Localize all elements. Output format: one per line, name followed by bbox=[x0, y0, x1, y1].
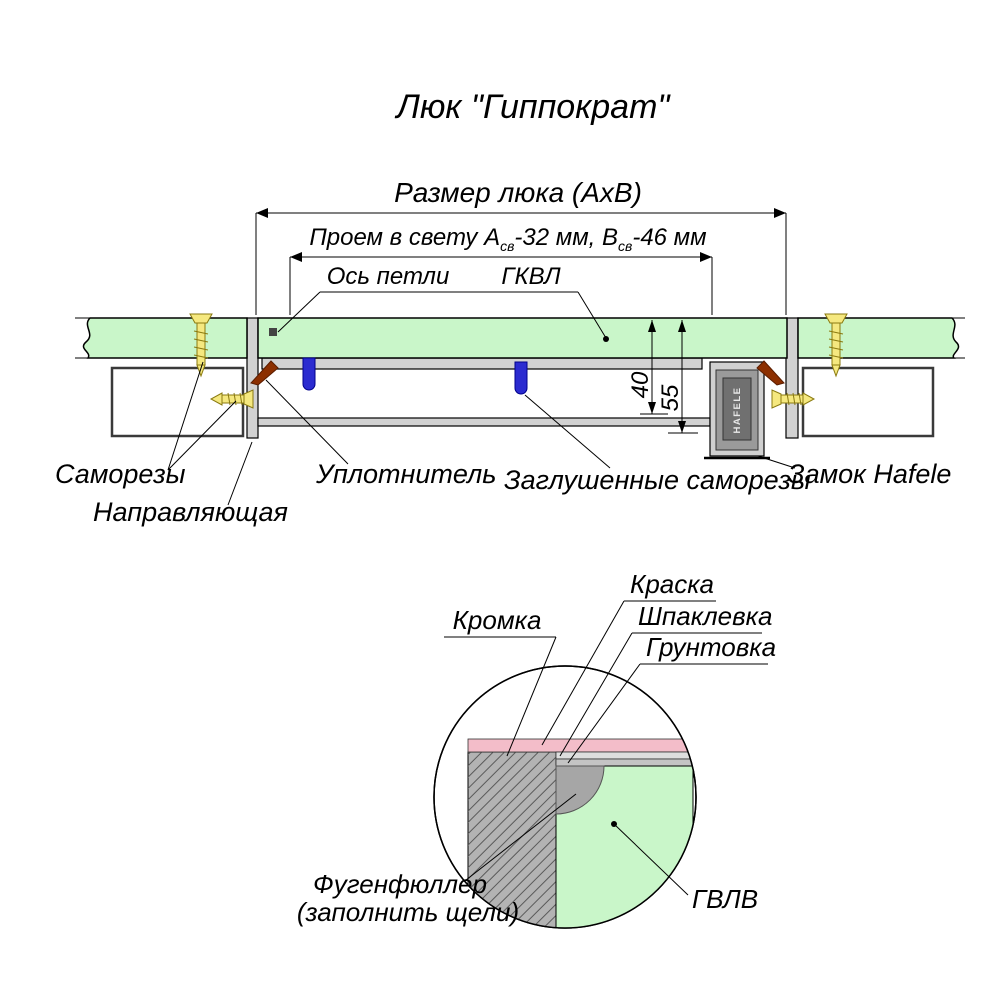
dimension-55: 55 bbox=[657, 320, 698, 434]
fugen-fillet bbox=[555, 765, 605, 815]
screw-vertical-right bbox=[824, 313, 848, 378]
putty-layer bbox=[555, 751, 694, 760]
arrowhead-left bbox=[290, 252, 302, 262]
arrowhead-left bbox=[256, 208, 268, 218]
arrowhead-right bbox=[774, 208, 786, 218]
callout-guide: Направляющая bbox=[93, 441, 288, 527]
dimension-40: 40 bbox=[627, 320, 668, 415]
guide-rail-right bbox=[801, 366, 935, 438]
callout-seal: Уплотнитель bbox=[265, 379, 496, 489]
callout-paint: Краска bbox=[541, 569, 716, 746]
ceiling-panel-left bbox=[82, 317, 248, 359]
label-guide: Направляющая bbox=[93, 497, 288, 527]
label-primer: Грунтовка bbox=[646, 632, 776, 662]
frame-flange-bar bbox=[257, 417, 711, 427]
primer-layer bbox=[555, 758, 694, 767]
hatch-lid-board bbox=[257, 317, 788, 359]
callout-screws: Саморезы bbox=[55, 361, 237, 489]
callout-putty: Шпаклевка bbox=[559, 601, 772, 757]
label-gvlv: ГВЛВ bbox=[692, 884, 758, 914]
label-seal: Уплотнитель bbox=[315, 459, 496, 489]
plugged-screw-2 bbox=[514, 361, 528, 395]
label-fugen-line2: (заполнить щели) bbox=[297, 897, 519, 927]
hinge-axis-point bbox=[269, 328, 277, 336]
dimension-40-value: 40 bbox=[627, 371, 654, 398]
dimension-hatch-size-label: Размер люка (АхВ) bbox=[394, 177, 642, 208]
callout-gvlv: ГВЛВ bbox=[611, 821, 758, 914]
callout-fugen: Фугенфюллер (заполнить щели) bbox=[297, 793, 577, 927]
blue-plugs bbox=[302, 357, 528, 395]
label-putty: Шпаклевка bbox=[638, 601, 772, 631]
dimension-opening-label: Проем в свету Асв-32 мм, Всв-46 мм bbox=[309, 224, 706, 254]
label-screws: Саморезы bbox=[55, 459, 186, 489]
hinge-wedges bbox=[250, 360, 785, 386]
lock-hafele: HAFELE bbox=[704, 361, 770, 460]
label-paint: Краска bbox=[630, 569, 714, 599]
hinge-wedge-left bbox=[250, 360, 279, 386]
leader-dot-gvlv bbox=[611, 821, 617, 827]
callout-plugged-screws: Заглушенные саморезы bbox=[504, 394, 811, 495]
hinge-wedge-right bbox=[756, 360, 785, 386]
dimension-55-value: 55 bbox=[657, 384, 684, 411]
lid-underside-profile bbox=[261, 357, 703, 370]
label-edge: Кромка bbox=[453, 605, 542, 635]
callout-edge: Кромка bbox=[444, 605, 557, 757]
detail-circle-outline bbox=[433, 665, 697, 929]
screw-horizontal-left bbox=[209, 389, 254, 409]
label-gkvl: ГКВЛ bbox=[501, 263, 561, 290]
frame-profile-right bbox=[785, 317, 799, 439]
screw-horizontal-right bbox=[771, 389, 816, 409]
callout-lock: Замок Hafele bbox=[757, 455, 951, 489]
drawing-title: Люк "Гиппократ" bbox=[395, 88, 672, 126]
label-plugged-screws: Заглушенные саморезы bbox=[504, 465, 811, 495]
ceiling-panel-right bbox=[797, 317, 960, 359]
plugged-screw-1 bbox=[302, 357, 316, 391]
callout-primer: Грунтовка bbox=[567, 632, 776, 764]
leader-dot-gkvl bbox=[603, 336, 609, 342]
label-hinge-axis: Ось петли bbox=[327, 263, 450, 290]
callout-hinge-axis-and-gkvl: Ось петли ГКВЛ bbox=[277, 263, 609, 342]
label-fugen-line1: Фугенфюллер bbox=[313, 869, 487, 899]
screw-vertical-left bbox=[189, 313, 213, 378]
lock-brand-text: HAFELE bbox=[732, 387, 743, 434]
dimension-clear-opening: Проем в свету Асв-32 мм, Всв-46 мм bbox=[289, 224, 713, 315]
arrowhead-right bbox=[700, 252, 712, 262]
label-lock: Замок Hafele bbox=[788, 459, 951, 489]
dimension-hatch-size: Размер люка (АхВ) bbox=[255, 177, 787, 315]
